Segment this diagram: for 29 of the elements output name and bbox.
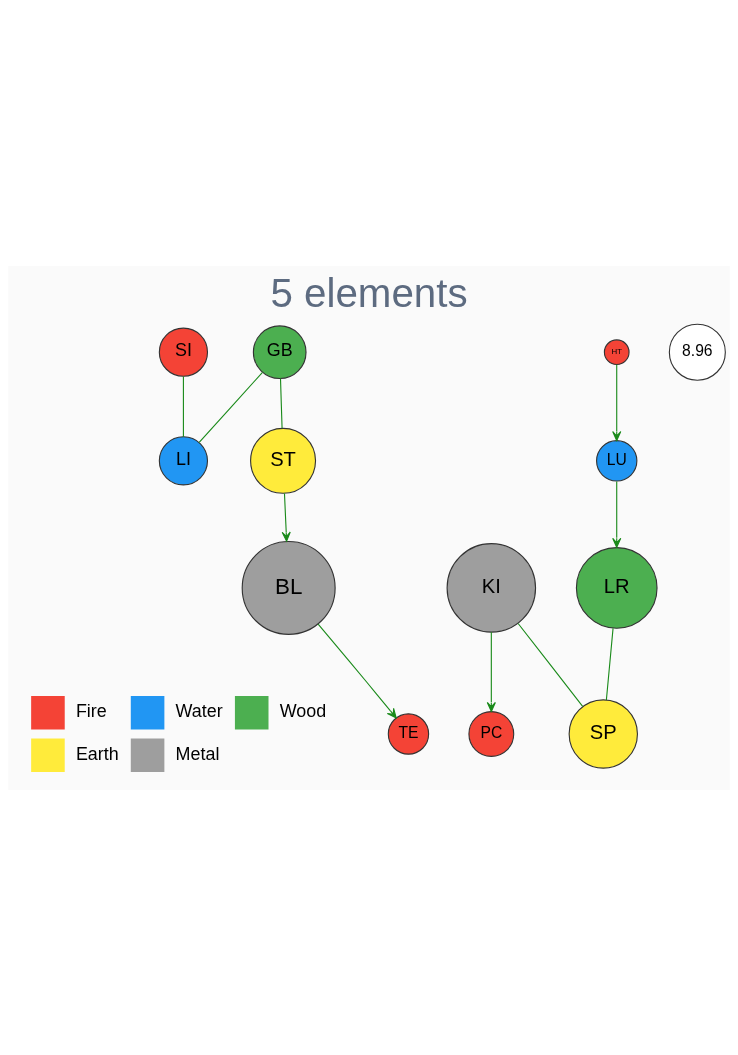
arrow [317,622,397,718]
node-circle: LR [575,546,658,629]
legend-label: Fire [75,700,107,721]
node-circle: 8.96 [668,323,726,381]
node-circle: TE [387,712,430,755]
node-circle: SP [568,698,638,769]
node-circle: SI [158,327,209,377]
node-circle: LI [158,435,209,485]
arrow [486,631,496,712]
legend-label: Earth [75,743,119,764]
node-circle: BL [241,540,336,635]
connector [279,377,283,429]
diagram-title: 5 elements [270,270,468,316]
node-circle: KI [446,542,537,633]
node-circle: PC [468,710,515,757]
node-circle: HT [603,338,630,365]
legend-label: Water [175,700,223,721]
legend-label: Wood [279,700,327,721]
connector [182,375,184,437]
connector [605,627,614,700]
node-circle: GB [252,324,307,379]
connector [517,622,584,707]
arrow [281,492,291,542]
arrow [612,480,622,548]
node-circle: ST [250,427,317,494]
legend-label: Metal [175,743,220,764]
arrow [612,363,622,441]
node-circle: LU [596,439,638,482]
connector [198,371,264,443]
